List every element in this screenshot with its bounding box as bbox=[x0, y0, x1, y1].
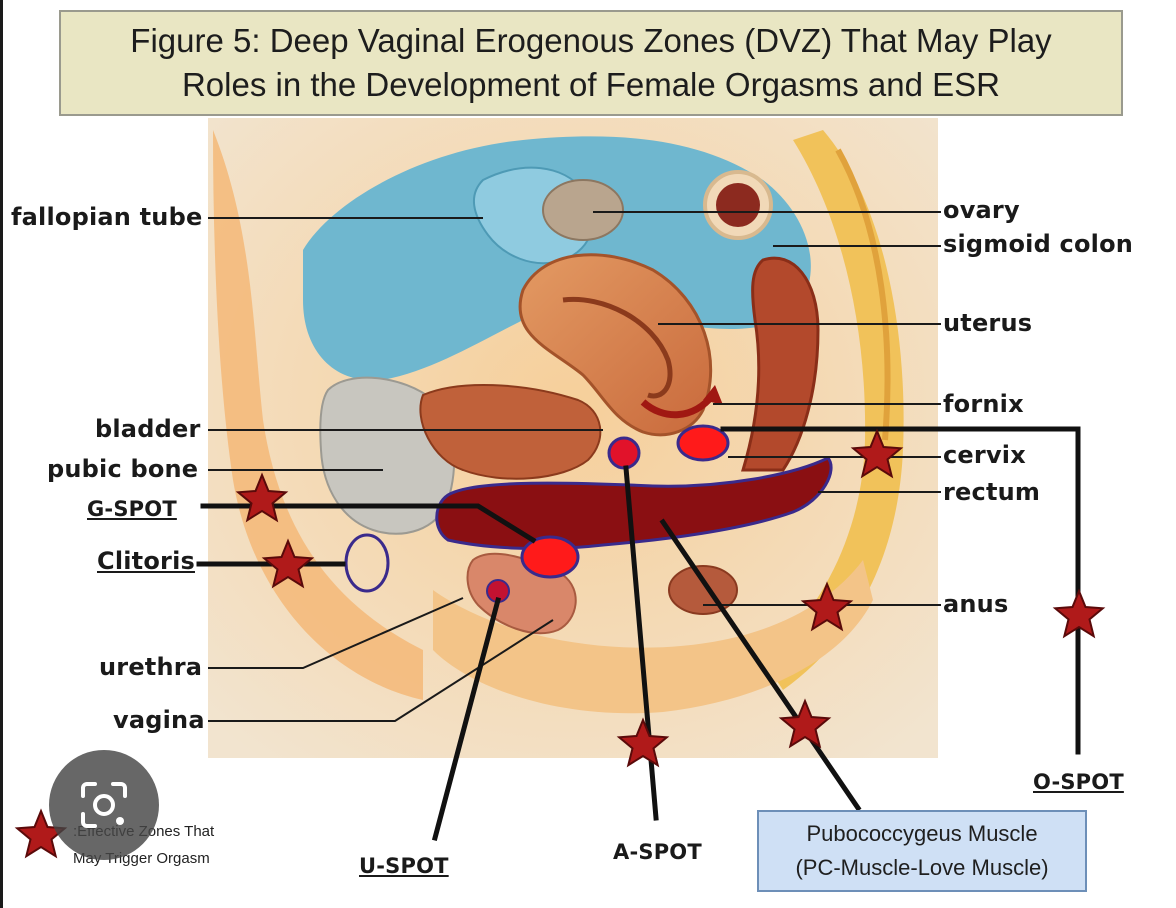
rectum-column bbox=[740, 256, 820, 472]
star-marker-icon bbox=[261, 538, 315, 589]
sigmoid-colon-lumen bbox=[716, 183, 760, 227]
label-cervix: cervix bbox=[943, 441, 1026, 469]
figure-title-line-2: Roles in the Development of Female Orgas… bbox=[181, 66, 1001, 103]
star-marker-icon bbox=[616, 717, 670, 768]
camera-lens-button[interactable] bbox=[49, 750, 159, 860]
label-clitoris: Clitoris bbox=[97, 547, 195, 575]
star-marker-icon bbox=[1052, 588, 1106, 639]
label-o-spot: O-SPOT bbox=[1033, 770, 1124, 794]
connector-g-spot bbox=[200, 503, 537, 544]
label-anus: anus bbox=[943, 590, 1009, 618]
spine-line bbox=[835, 148, 891, 441]
star-markers bbox=[14, 428, 1106, 859]
label-vagina: vagina bbox=[113, 706, 205, 734]
leader-lines bbox=[208, 211, 941, 722]
leader-urethra bbox=[208, 597, 464, 669]
perineum bbox=[433, 560, 873, 714]
connector-pc-muscle bbox=[659, 518, 862, 812]
star-marker-icon bbox=[800, 581, 854, 632]
fornix-arrow bbox=[640, 392, 716, 419]
star-marker-icon bbox=[778, 698, 832, 749]
label-sigmoid-colon: sigmoid colon bbox=[943, 230, 1134, 258]
g-spot-zone bbox=[520, 535, 580, 579]
label-a-spot: A-SPOT bbox=[613, 840, 702, 864]
figure-title-line-1: Figure 5: Deep Vaginal Erogenous Zones (… bbox=[130, 22, 1052, 59]
star-marker-icon bbox=[235, 472, 289, 523]
camera-lens-icon bbox=[81, 782, 127, 828]
connector-o-spot bbox=[720, 426, 1081, 755]
sacrum bbox=[763, 130, 904, 690]
label-urethra: urethra bbox=[99, 653, 203, 681]
bladder-shape bbox=[419, 383, 602, 480]
label-uterus: uterus bbox=[943, 309, 1033, 337]
connector-u-spot bbox=[431, 596, 502, 842]
anatomy-diagram bbox=[14, 118, 1106, 859]
pc-muscle-line-2: (PC-Muscle-Love Muscle) bbox=[795, 855, 1049, 880]
label-g-spot: G-SPOT bbox=[87, 497, 177, 521]
star-marker-icon bbox=[850, 428, 904, 479]
label-fallopian-tube: fallopian tube bbox=[11, 203, 203, 231]
anus-shape bbox=[668, 565, 738, 615]
a-spot-zone bbox=[607, 436, 641, 470]
label-pubic-bone: pubic bone bbox=[47, 455, 199, 483]
pc-muscle-line-1: Pubococcygeus Muscle bbox=[806, 821, 1038, 846]
label-fornix: fornix bbox=[943, 390, 1024, 418]
clitoris-ring bbox=[344, 533, 390, 593]
pc-muscle-callout: Pubococcygeus Muscle (PC-Muscle-Love Mus… bbox=[757, 810, 1087, 892]
o-spot-zone bbox=[676, 424, 730, 462]
ovary-shape bbox=[542, 179, 624, 241]
figure-title-box: Figure 5: Deep Vaginal Erogenous Zones (… bbox=[59, 10, 1123, 116]
label-rectum: rectum bbox=[943, 478, 1041, 506]
vagina-canal bbox=[435, 456, 833, 551]
leader-vagina bbox=[208, 619, 554, 722]
fornix-arrowhead bbox=[703, 385, 723, 405]
label-u-spot: U-SPOT bbox=[359, 854, 449, 878]
label-ovary: ovary bbox=[943, 196, 1020, 224]
uterine-cavity bbox=[562, 296, 673, 399]
label-bladder: bladder bbox=[95, 415, 201, 443]
